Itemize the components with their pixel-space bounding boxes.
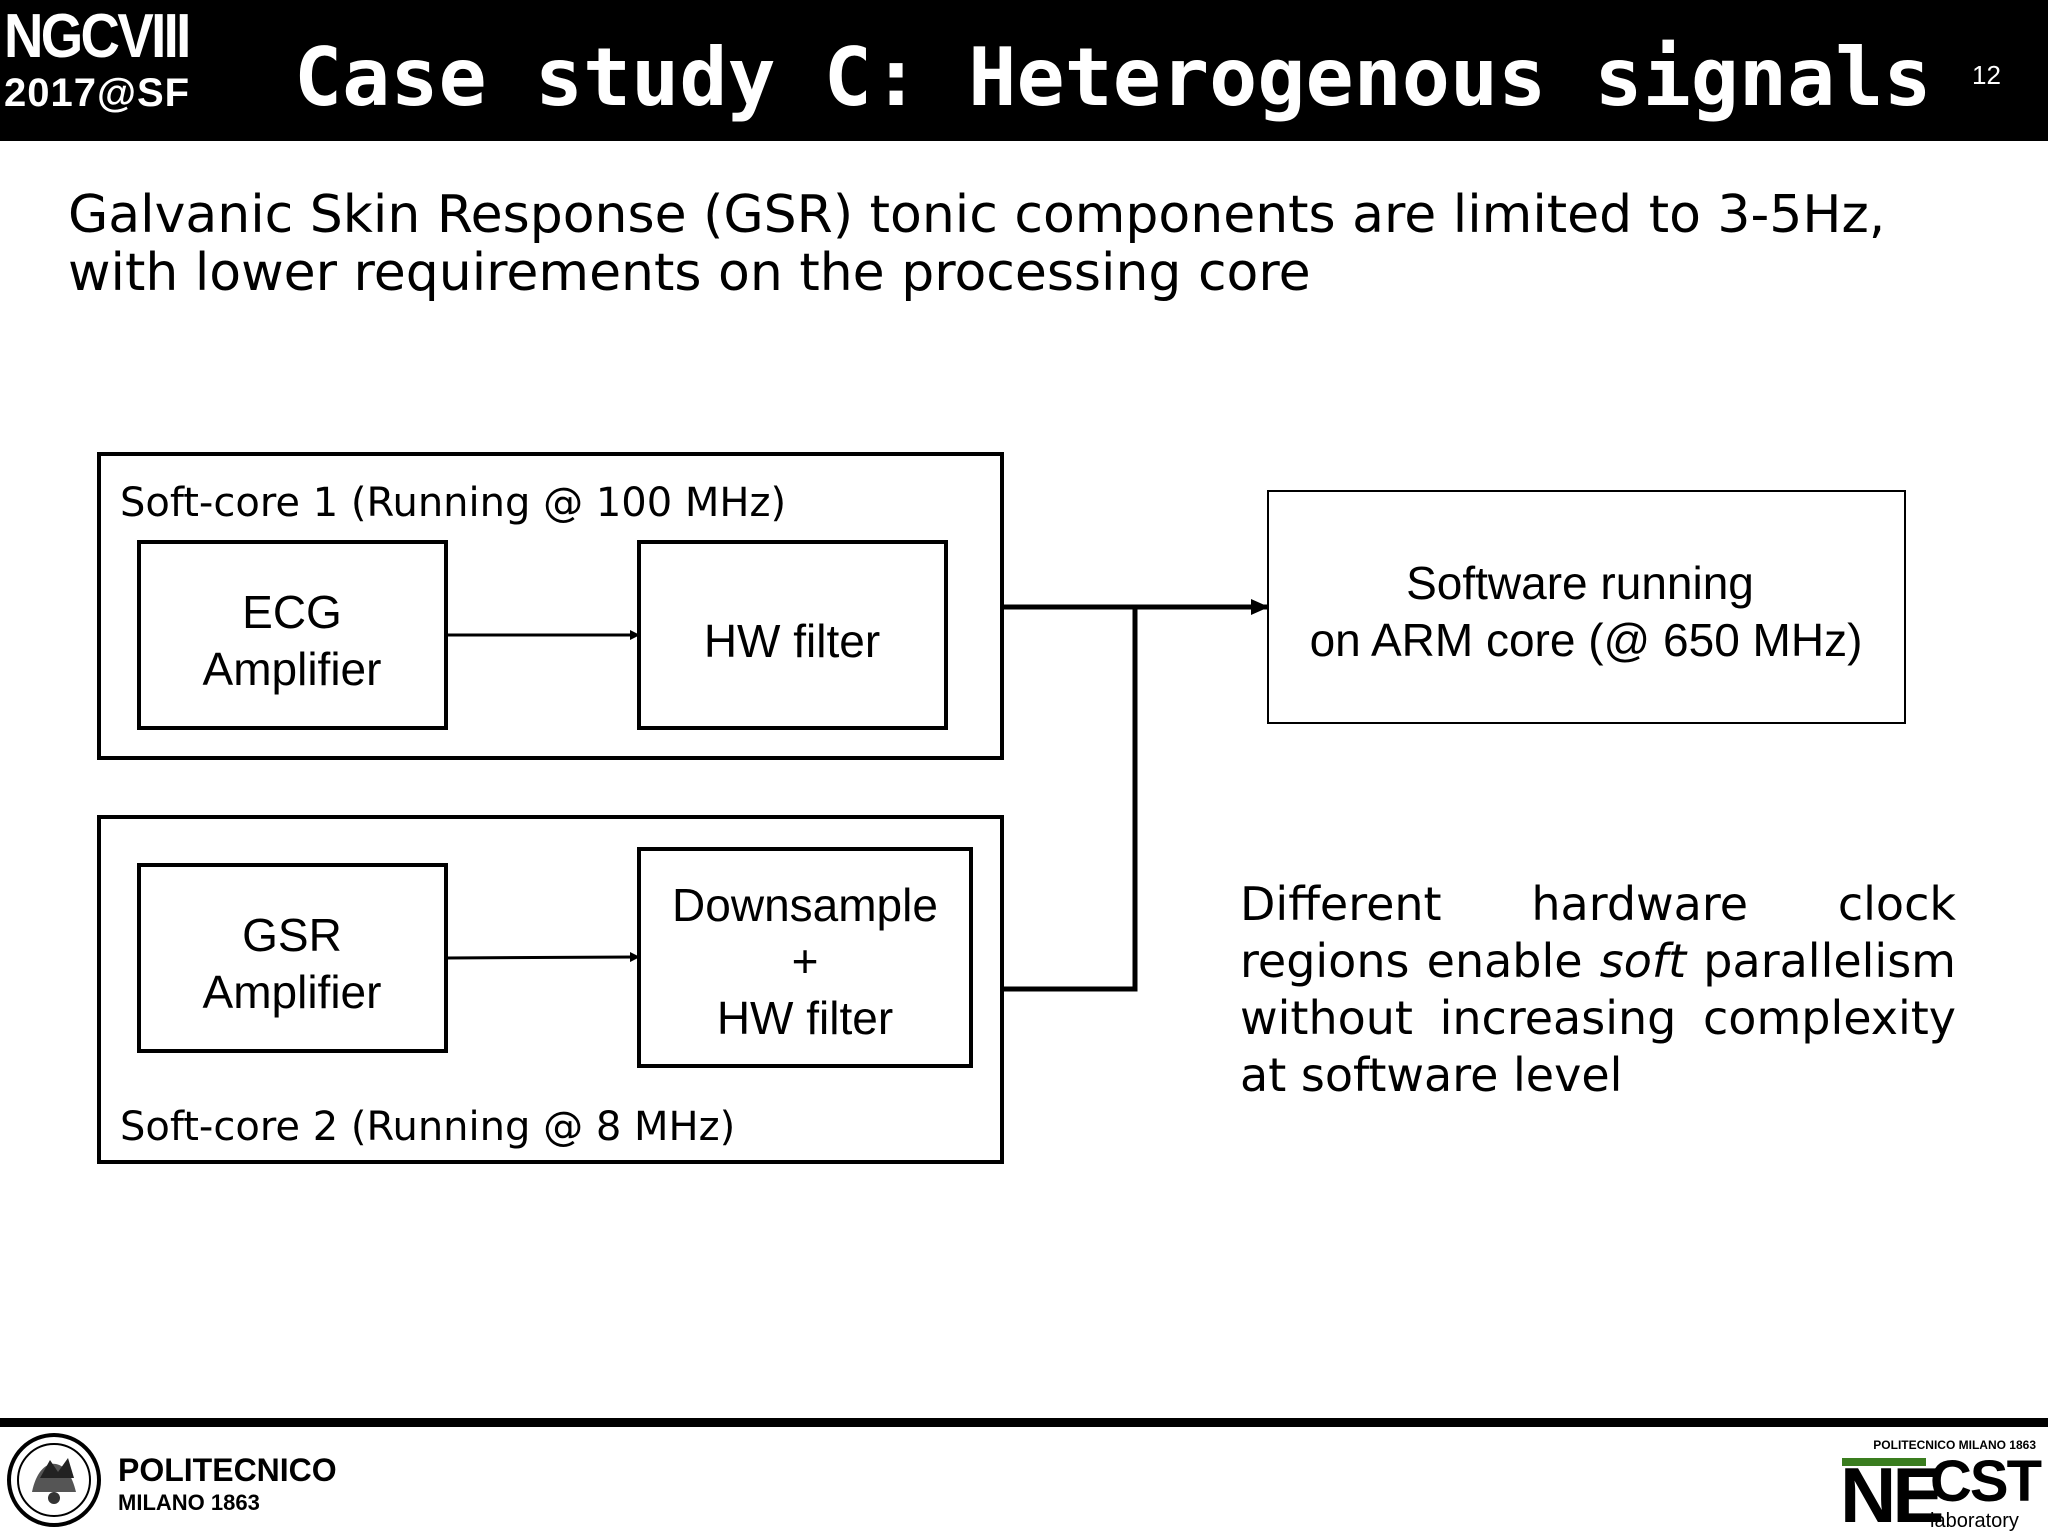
description-part-2: parallelism without increasing complexit… — [1240, 934, 1956, 1102]
arm-core-label-2: on ARM core (@ 650 MHz) — [1310, 614, 1863, 666]
subtitle-line-1: Galvanic Skin Response (GSR) tonic compo… — [68, 185, 1886, 245]
page-number: 12 — [1972, 60, 2001, 90]
ecg-amplifier-label-2: Amplifier — [203, 643, 382, 695]
hw-filter-label: HW filter — [704, 615, 880, 667]
politecnico-logo: POLITECNICO MILANO 1863 — [6, 1432, 366, 1532]
footer-divider — [0, 1418, 2048, 1427]
necst-ne: NE — [1840, 1451, 1944, 1539]
gsr-amplifier-label-2: Amplifier — [203, 966, 382, 1018]
slide-title: Case study C: Heterogenous signals — [294, 31, 1932, 124]
conference-year-location: 2017@SF — [4, 71, 191, 115]
downsample-label-2: + — [792, 935, 819, 987]
slide-header: NGCVIII 2017@SF Case study C: Heterogeno… — [0, 0, 2048, 141]
necst-cst: CST — [1930, 1449, 2042, 1514]
slide-subtitle: Galvanic Skin Response (GSR) tonic compo… — [68, 186, 2018, 302]
softcore-1-label: Soft-core 1 (Running @ 100 MHz) — [120, 480, 786, 526]
arm-core-box — [1267, 490, 1906, 724]
downsample-label-1: Downsample — [672, 879, 938, 931]
politecnico-name: POLITECNICO — [118, 1452, 337, 1488]
description-text: Different hardware clock regions enable … — [1240, 876, 1956, 1104]
downsample-to-bus-connector — [1002, 605, 1138, 992]
softcore-2-label: Soft-core 2 (Running @ 8 MHz) — [120, 1104, 735, 1150]
politecnico-city: MILANO 1863 — [118, 1490, 260, 1515]
ecg-amplifier-label-1: ECG — [242, 586, 342, 638]
conference-name: NGCVIII — [4, 2, 191, 71]
necst-laboratory: laboratory — [1930, 1510, 2019, 1532]
description-part-1: Different hardware clock regions enable — [1240, 877, 1956, 988]
necst-affiliation: POLITECNICO MILANO 1863 — [1873, 1438, 2036, 1452]
arm-core-label-1: Software running — [1406, 557, 1754, 609]
subtitle-line-2: with lower requirements on the processin… — [68, 243, 1311, 303]
necst-logo: POLITECNICO MILANO 1863 NE CST laborator… — [1838, 1430, 2048, 1536]
politecnico-seal-icon — [7, 1433, 101, 1527]
gsr-to-downsample-arrow — [445, 952, 640, 963]
necst-accent-bar — [1842, 1458, 1926, 1466]
downsample-label-3: HW filter — [717, 992, 893, 1044]
description-emphasis: soft — [1599, 934, 1687, 988]
gsr-amplifier-label-1: GSR — [242, 909, 342, 961]
